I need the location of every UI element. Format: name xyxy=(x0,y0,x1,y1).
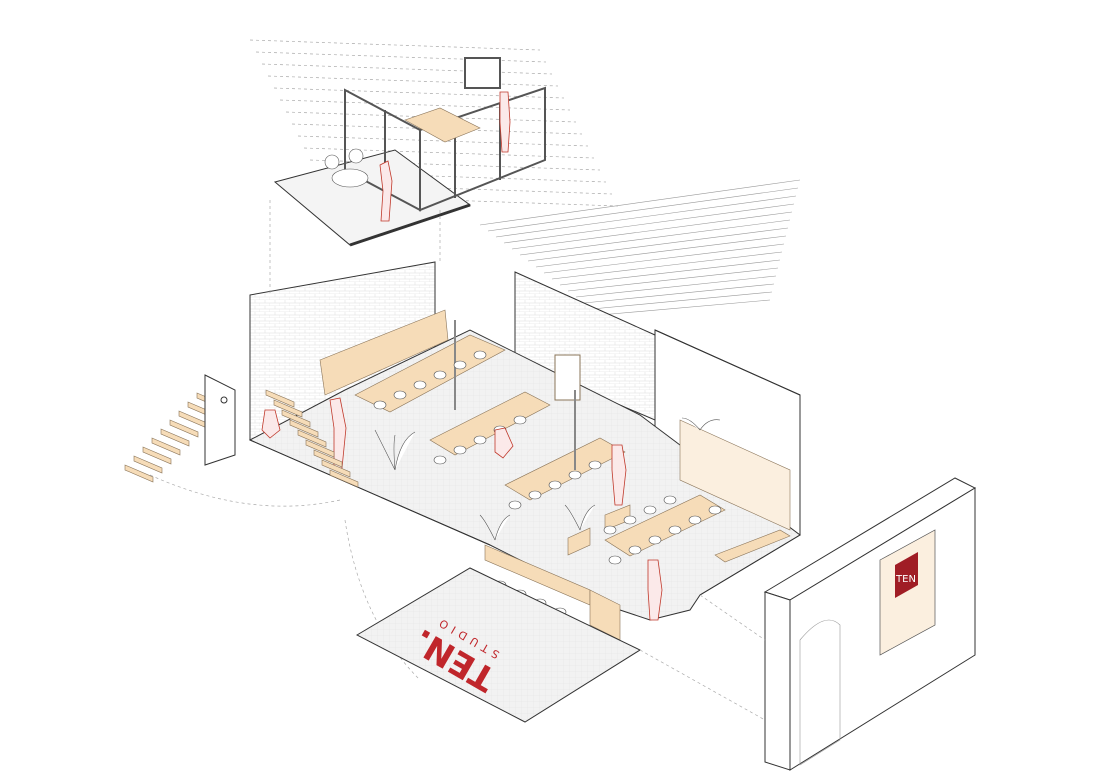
chair xyxy=(508,500,522,510)
chair xyxy=(608,555,622,565)
desk xyxy=(604,494,726,557)
roof-beam xyxy=(599,299,771,316)
stair-step xyxy=(151,437,181,456)
chair xyxy=(708,505,722,515)
chair xyxy=(453,445,467,455)
desk xyxy=(429,391,551,456)
door xyxy=(554,354,581,401)
chair xyxy=(433,370,447,380)
stair-step xyxy=(329,469,359,488)
desks xyxy=(319,309,791,641)
person xyxy=(611,444,627,506)
meeting-table xyxy=(404,107,481,143)
facade-sign xyxy=(895,552,918,598)
chair xyxy=(393,390,407,400)
stair-step xyxy=(142,446,172,465)
roof-beam xyxy=(479,179,801,226)
shop-window xyxy=(879,529,936,656)
stair-step xyxy=(169,419,199,438)
street-facade: TEN xyxy=(639,477,977,771)
stair-step xyxy=(289,419,319,438)
bar-counter xyxy=(714,529,791,563)
stair-step xyxy=(265,389,295,408)
stair-step xyxy=(321,459,351,478)
round-table xyxy=(331,168,369,188)
stair-step xyxy=(160,428,190,447)
chair xyxy=(513,415,527,425)
arched-door xyxy=(799,619,841,766)
chair xyxy=(548,480,562,490)
roof-beam xyxy=(543,243,785,274)
roof-beam xyxy=(511,211,793,250)
stair-step xyxy=(281,409,311,428)
plants xyxy=(374,417,721,541)
person-standing xyxy=(499,91,511,153)
chair xyxy=(668,525,682,535)
roof-beam xyxy=(487,187,799,232)
chair xyxy=(643,505,657,515)
roof-beam xyxy=(279,99,571,111)
person-walking xyxy=(379,160,393,222)
chair xyxy=(688,515,702,525)
roof-beam xyxy=(249,39,541,51)
roof-beam xyxy=(559,259,781,286)
roof-beam xyxy=(591,291,773,310)
chair xyxy=(373,400,387,410)
roof-beam xyxy=(527,227,789,262)
stair-step xyxy=(133,455,163,474)
chair xyxy=(453,360,467,370)
shelving xyxy=(319,309,449,396)
facade-sign-text: TEN xyxy=(895,574,916,585)
mezzanine-screen xyxy=(464,57,501,89)
internal-stairs xyxy=(265,389,359,488)
desk xyxy=(504,437,626,501)
stair-step xyxy=(124,464,154,483)
roof-beam xyxy=(261,63,553,75)
roof-beam xyxy=(273,87,565,99)
chair xyxy=(528,490,542,500)
roof-beam xyxy=(567,267,779,292)
roof-beam xyxy=(551,251,783,280)
stair-step xyxy=(297,429,327,448)
porthole-window xyxy=(220,396,228,404)
chair xyxy=(433,455,447,465)
chair xyxy=(603,525,617,535)
person xyxy=(647,559,663,621)
stair-wall xyxy=(204,374,236,466)
mezzanine xyxy=(273,57,546,247)
chair xyxy=(648,535,662,545)
stair-step xyxy=(273,399,303,418)
roof-beam xyxy=(255,51,547,63)
chair xyxy=(663,495,677,505)
roof-beam xyxy=(267,75,559,87)
planter xyxy=(567,527,591,556)
roof-beam xyxy=(583,283,775,304)
person xyxy=(494,427,514,459)
chair xyxy=(473,435,487,445)
kitchen-wall-unit xyxy=(679,419,791,531)
roof-beam xyxy=(575,275,777,298)
roof-beam xyxy=(495,195,797,238)
chair xyxy=(413,380,427,390)
people xyxy=(261,397,663,621)
stair-step xyxy=(313,449,343,468)
roof-beam xyxy=(303,147,595,159)
person xyxy=(329,397,347,469)
roof-beam xyxy=(519,219,791,256)
chair xyxy=(628,545,642,555)
chair xyxy=(588,460,602,470)
chair xyxy=(568,470,582,480)
roof-beam xyxy=(535,235,787,268)
chair xyxy=(623,515,637,525)
person-seated xyxy=(261,409,281,439)
chair xyxy=(473,350,487,360)
roof-beam xyxy=(503,203,795,244)
stair-step xyxy=(305,439,335,458)
